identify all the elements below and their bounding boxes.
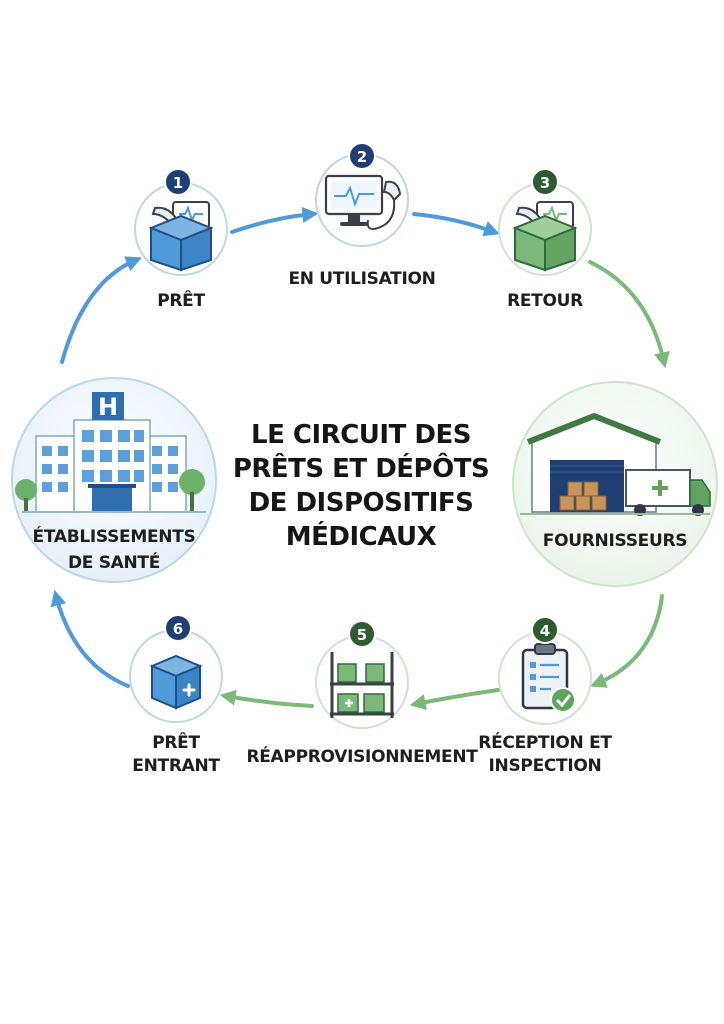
arrow-hospital-to-1 — [60, 256, 142, 364]
step-badges: 1 2 3 4 5 6 — [164, 142, 559, 648]
title-line-4: MÉDICAUX — [285, 522, 437, 552]
badge-1-number: 1 — [173, 174, 183, 192]
step-6-label-line-2: ENTRANT — [132, 756, 220, 776]
step-6-label: PRÊT ENTRANT — [121, 732, 231, 778]
badge-5: 5 — [348, 620, 376, 648]
hospital-label-line-2: DE SANTÉ — [67, 553, 161, 573]
suppliers-label: FOURNISSEURS — [542, 531, 688, 551]
shelf-boxes-icon — [330, 652, 394, 718]
badge-6-number: 6 — [173, 620, 183, 638]
hospital-sign: H — [98, 393, 118, 421]
arrow-1-to-2 — [230, 206, 319, 234]
diagram-title: LE CIRCUIT DES PRÊTS ET DÉPÔTS DE DISPOS… — [232, 418, 490, 554]
step-4-label: RÉCEPTION ET INSPECTION — [465, 732, 625, 778]
badge-3-number: 3 — [540, 174, 550, 192]
warehouse-truck-icon — [520, 413, 711, 516]
badge-3: 3 — [531, 168, 559, 196]
box-with-scanner-icon — [512, 201, 578, 272]
step-4-label-line-2: INSPECTION — [488, 756, 602, 776]
badge-4-number: 4 — [540, 622, 550, 640]
step-2-label: EN UTILISATION — [288, 269, 436, 289]
arrow-3-to-suppliers — [588, 260, 670, 369]
hospital-label: ÉTABLISSEMENTS DE SANTÉ — [19, 524, 209, 576]
arrow-5-to-6 — [219, 689, 314, 708]
title-line-3: DE DISPOSITIFS — [248, 488, 474, 518]
hospital-icon: H — [15, 392, 206, 513]
arrow-2-to-3 — [412, 212, 501, 237]
badge-1: 1 — [164, 168, 192, 196]
step-3-label: RETOUR — [507, 291, 583, 311]
hospital-label-line-1: ÉTABLISSEMENTS — [32, 527, 196, 547]
step-5-label: RÉAPPROVISIONNEMENT — [246, 747, 478, 767]
arrow-4-to-5 — [409, 688, 500, 710]
step-4-label-line-1: RÉCEPTION ET — [478, 733, 612, 753]
title-line-2: PRÊTS ET DÉPÔTS — [232, 454, 490, 484]
title-line-1: LE CIRCUIT DES — [251, 420, 471, 450]
badge-2: 2 — [348, 142, 376, 170]
step-6-label-line-1: PRÊT — [152, 733, 200, 753]
badge-6: 6 — [164, 614, 192, 642]
arrow-suppliers-to-4 — [590, 594, 664, 688]
monitor-with-probe-icon — [324, 174, 402, 230]
arrows — [50, 206, 670, 710]
arrow-6-to-hospital — [50, 589, 130, 688]
badge-4: 4 — [531, 616, 559, 644]
badge-5-number: 5 — [357, 626, 367, 644]
badge-2-number: 2 — [357, 148, 367, 166]
medical-box-icon — [149, 654, 203, 710]
step-1-label: PRÊT — [157, 291, 205, 311]
clipboard-check-icon — [521, 643, 576, 713]
box-with-scanner-icon — [148, 201, 214, 272]
